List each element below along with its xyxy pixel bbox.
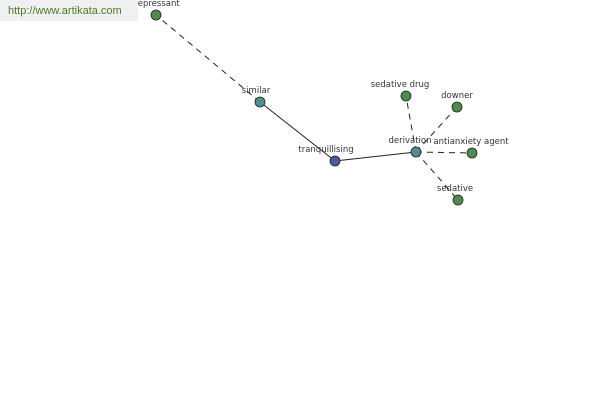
edges-layer [155,14,473,201]
site-link[interactable]: http://www.artikata.com [0,0,138,21]
edge-root-derivation [334,151,417,162]
node-label-downer[interactable]: downer [441,91,473,101]
nodes-layer: tranquillising similar depressant derivatio… [132,0,509,206]
node-label-root[interactable]: tranquillising [298,145,353,155]
node-antianxiety-agent[interactable]: antianxiety agent [433,137,509,159]
edge-derivation-antianxiety-agent [415,151,473,154]
node-circle-similar[interactable] [254,96,266,108]
node-label-depressant[interactable]: depressant [132,0,180,9]
node-downer[interactable]: downer [441,91,473,113]
node-label-antianxiety-agent[interactable]: antianxiety agent [433,137,509,147]
node-circle-sedative-drug[interactable] [400,90,412,102]
node-derivation[interactable]: derivation [388,136,432,158]
node-similar[interactable]: similar [242,86,271,108]
edge-derivation-sedative-drug [405,95,417,153]
edge-similar-depressant [155,14,261,103]
node-depressant[interactable]: depressant [132,0,180,21]
edge-root-similar [259,101,336,162]
node-root[interactable]: tranquillising [298,145,354,167]
node-circle-root[interactable] [329,155,341,167]
node-sedative[interactable]: sedative [437,184,473,206]
node-label-derivation[interactable]: derivation [388,136,431,146]
node-circle-sedative[interactable] [452,194,464,206]
node-circle-downer[interactable] [451,101,463,113]
node-label-sedative[interactable]: sedative [437,184,473,194]
node-circle-antianxiety-agent[interactable] [466,147,478,159]
node-circle-depressant[interactable] [150,9,162,21]
node-circle-derivation[interactable] [410,146,422,158]
node-label-sedative-drug[interactable]: sedative drug [371,80,430,90]
node-sedative-drug[interactable]: sedative drug [371,80,430,102]
node-label-similar[interactable]: similar [242,86,271,96]
